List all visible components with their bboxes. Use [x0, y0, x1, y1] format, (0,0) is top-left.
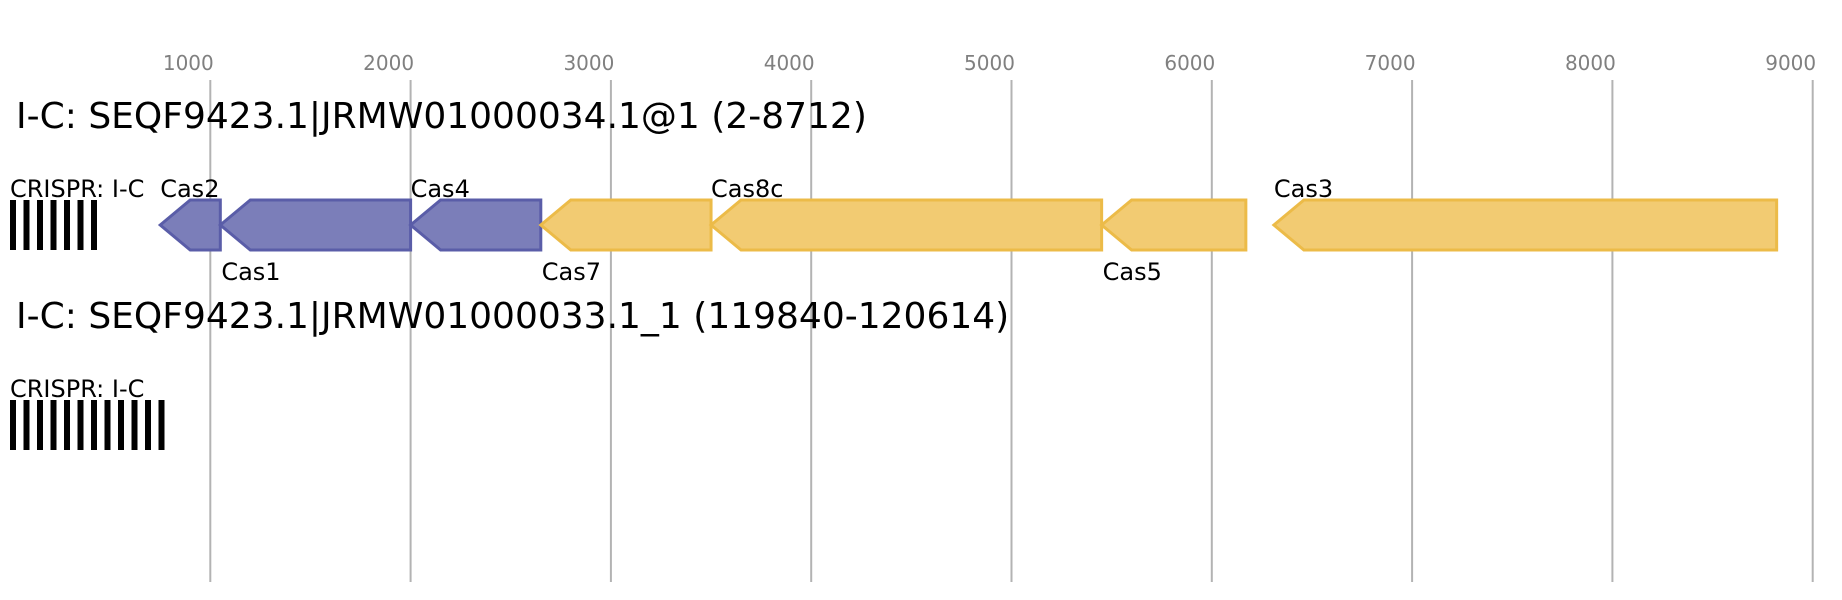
axis-grid: 1000 2000 3000 4000 5000 6000 7000 8000 9000	[163, 51, 1816, 582]
crispr-repeat	[158, 400, 165, 450]
crispr-array	[10, 400, 165, 450]
gene-label-cas7: Cas7	[542, 258, 601, 286]
tick-label-3000: 3000	[563, 51, 614, 75]
crispr-repeat	[77, 400, 84, 450]
crispr-repeat	[91, 200, 97, 250]
gene-arrow-cas8c[interactable]	[708, 198, 1104, 252]
tick-label-2000: 2000	[363, 51, 414, 75]
crispr-repeat	[23, 200, 30, 250]
locus-title: I-C: SEQF9423.1|JRMW01000033.1_1 (119840…	[16, 296, 1009, 337]
tick-label-5000: 5000	[964, 51, 1015, 75]
tick-label-9000: 9000	[1765, 51, 1816, 75]
crispr-repeat	[50, 200, 57, 250]
crispr-repeat	[77, 200, 84, 250]
loci-group: I-C: SEQF9423.1|JRMW01000034.1@1 (2-8712…	[10, 96, 1779, 450]
crispr-repeat	[118, 400, 124, 450]
crispr-array-label: CRISPR: I-C	[10, 175, 144, 203]
crispr-repeat	[104, 400, 111, 450]
gene-arrow-cas4[interactable]	[408, 198, 543, 252]
gene-label-cas8c: Cas8c	[711, 175, 783, 203]
locus-title: I-C: SEQF9423.1|JRMW01000034.1@1 (2-8712…	[16, 96, 867, 137]
crispr-repeat	[145, 400, 151, 450]
gene-label-cas2: Cas2	[160, 175, 219, 203]
locus-1: I-C: SEQF9423.1|JRMW01000034.1@1 (2-8712…	[10, 96, 1779, 286]
crispr-repeat	[10, 400, 16, 450]
crispr-repeat	[64, 200, 70, 250]
tick-label-7000: 7000	[1365, 51, 1416, 75]
gene-label-cas4: Cas4	[411, 175, 470, 203]
tick-label-4000: 4000	[764, 51, 815, 75]
gene-arrow-cas2[interactable]	[157, 198, 222, 252]
crispr-repeat	[131, 400, 138, 450]
crispr-repeat	[23, 400, 30, 450]
gene-arrow-cas7[interactable]	[538, 198, 713, 252]
gene-arrow-cas1[interactable]	[217, 198, 413, 252]
locus-2: I-C: SEQF9423.1|JRMW01000033.1_1 (119840…	[10, 296, 1009, 450]
crispr-repeat	[64, 400, 70, 450]
crispr-repeat	[37, 200, 43, 250]
crispr-repeat	[50, 400, 57, 450]
crispr-repeat	[91, 400, 97, 450]
gene-label-cas5: Cas5	[1103, 258, 1162, 286]
tick-label-6000: 6000	[1164, 51, 1215, 75]
tick-label-8000: 8000	[1565, 51, 1616, 75]
tick-label-1000: 1000	[163, 51, 214, 75]
gene-label-cas3: Cas3	[1274, 175, 1333, 203]
gene-arrow-cas3[interactable]	[1271, 198, 1779, 252]
gene-arrow-cas5[interactable]	[1099, 198, 1248, 252]
crispr-repeat	[10, 200, 16, 250]
crispr-array	[10, 200, 97, 250]
gene-label-cas1: Cas1	[221, 258, 280, 286]
crispr-array-label: CRISPR: I-C	[10, 375, 144, 403]
crispr-repeat	[37, 400, 43, 450]
